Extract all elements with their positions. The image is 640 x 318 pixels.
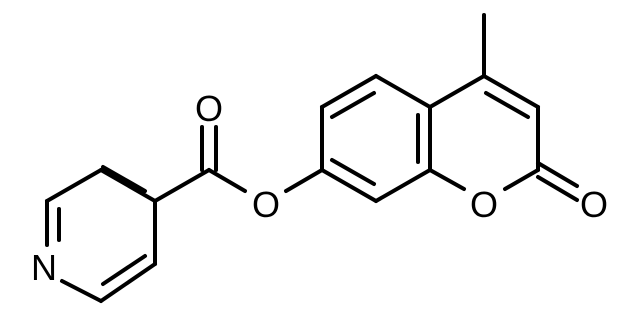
bond-carbonyl-c-pyridine bbox=[153, 168, 211, 203]
atom-label-lactone-oxygen: O bbox=[580, 184, 608, 225]
bond-o-ester-c-carbonyl bbox=[207, 168, 247, 193]
bond-c2-o-exo-b bbox=[536, 175, 579, 202]
bond-c7-c8-inner bbox=[330, 158, 376, 186]
bond-c7-c8 bbox=[320, 168, 378, 203]
atom-label-ring-oxygen: O bbox=[470, 184, 498, 225]
bond-c5-c6 bbox=[320, 74, 378, 109]
bond-o1-c8a bbox=[428, 168, 466, 191]
bond-py-n-c6 bbox=[60, 279, 103, 303]
bond-c5-c6-inner bbox=[330, 91, 376, 119]
bond-py-c6-c5 bbox=[99, 262, 157, 303]
bond-c4-c3-inner bbox=[484, 91, 530, 119]
bond-c4a-c4 bbox=[428, 74, 486, 109]
atom-label-ester-oxygen: O bbox=[252, 184, 280, 225]
bond-py-c4-c3 bbox=[99, 168, 157, 203]
bond-py-c4-c3-inner bbox=[101, 165, 147, 193]
bond-py-c6-c5-inner bbox=[101, 254, 147, 286]
bond-c4-c3 bbox=[482, 74, 540, 109]
bond-py-c3-c2 bbox=[45, 168, 103, 203]
atom-label-carbonyl-oxygen: O bbox=[195, 88, 223, 129]
bond-c7-o-ester bbox=[284, 168, 324, 193]
bond-c2-o1 bbox=[503, 168, 540, 191]
bond-c4a-c5 bbox=[374, 74, 432, 109]
bond-c8-c8a bbox=[374, 168, 432, 203]
bond-c2-o-exo-a bbox=[536, 161, 579, 188]
atom-label-pyridine-nitrogen: N bbox=[31, 247, 57, 288]
